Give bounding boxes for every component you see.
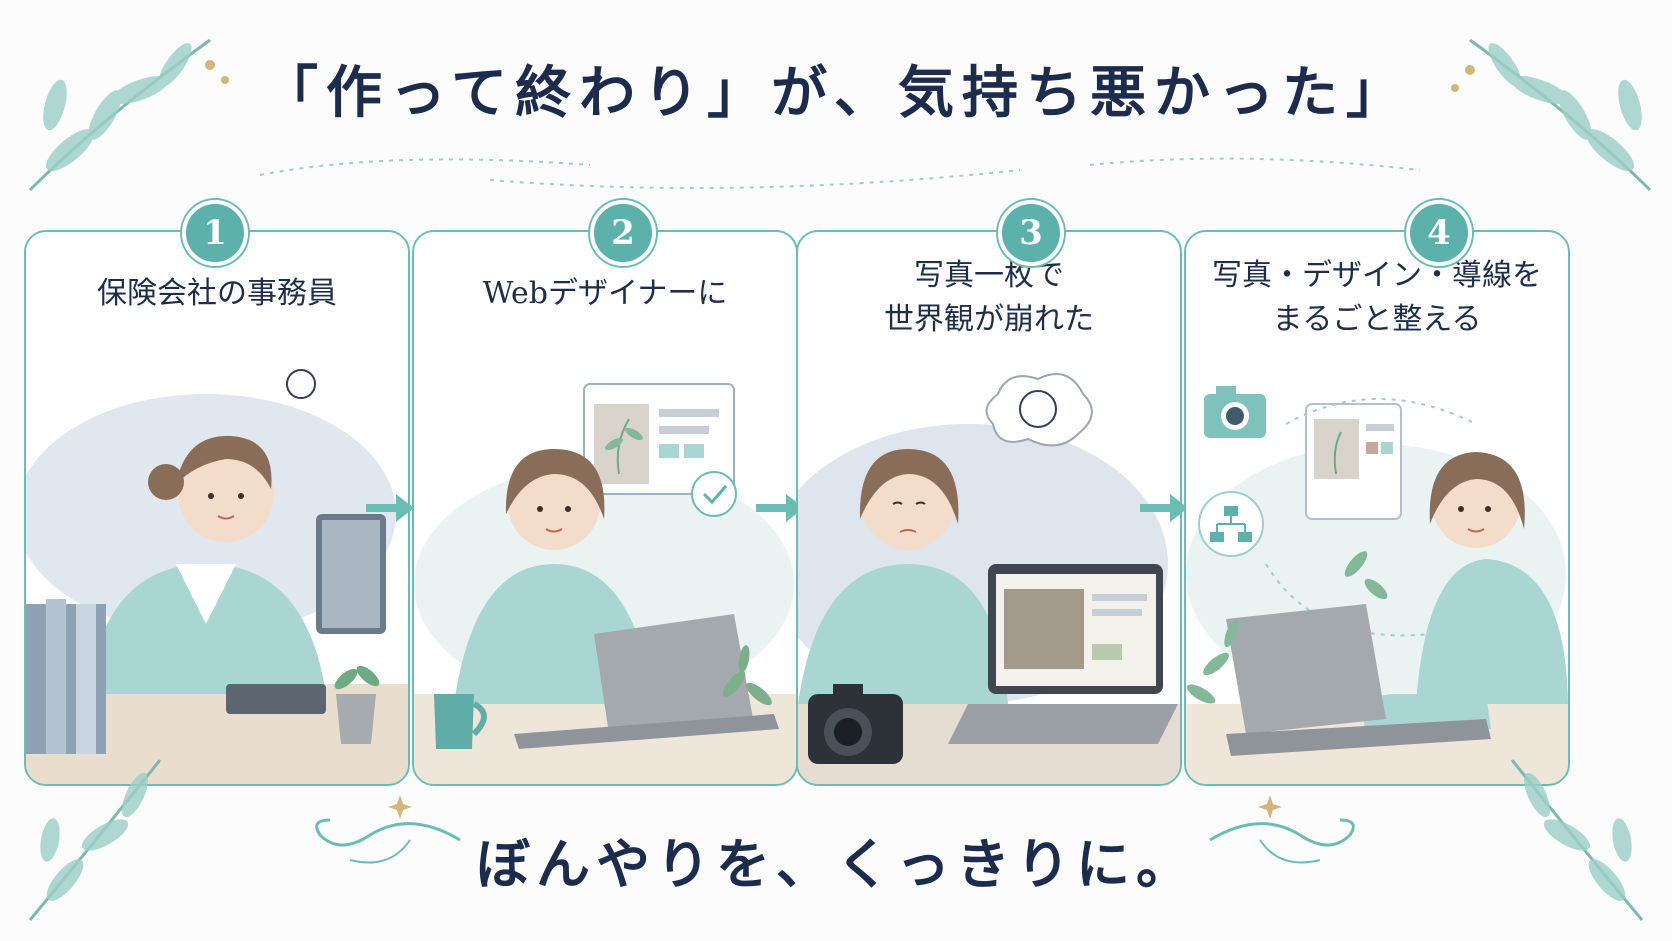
designer-illustration	[414, 383, 796, 784]
leaf-sprig-icon	[1510, 759, 1644, 921]
tangle-icon	[1019, 390, 1057, 428]
step-number-2: 2	[590, 200, 656, 266]
sitemap-icon	[1198, 491, 1264, 557]
page-title: 「作って終わり」が、気持ち悪かった」	[261, 60, 1411, 126]
step-panel-3: 写真一枚で 世界観が崩れた	[796, 230, 1182, 786]
check-icon	[702, 485, 728, 505]
step-label: Webデザイナーに	[414, 272, 796, 316]
step-label-line: 保険会社の事務員	[97, 276, 337, 311]
step-panel-1: 保険会社の事務員	[24, 230, 410, 786]
leaf-sprig-icon	[28, 759, 162, 921]
step-label-line: Webデザイナーに	[482, 276, 728, 311]
step-label: 写真・デザイン・導線を まるごと整える	[1186, 254, 1568, 342]
broken-worldview-illustration	[798, 373, 1180, 784]
step-panel-2: Webデザイナーに	[412, 230, 798, 786]
arrow-right-icon	[1140, 494, 1188, 522]
arrow-right-icon	[756, 494, 804, 522]
arrow-right-icon	[366, 494, 414, 522]
everything-aligned-illustration	[1186, 386, 1568, 784]
flourish-left	[315, 795, 461, 864]
sparkle-icon	[1258, 795, 1282, 819]
step-number-1: 1	[182, 200, 248, 266]
step-label-line: 世界観が崩れた	[884, 302, 1094, 337]
step-label: 写真一枚で 世界観が崩れた	[798, 254, 1180, 342]
flourish-right	[1209, 795, 1355, 864]
step-label-line: 写真一枚で	[914, 258, 1064, 293]
step-number-4: 4	[1406, 200, 1472, 266]
camera-icon	[1204, 386, 1266, 438]
step-label-line: 写真・デザイン・導線を	[1212, 258, 1542, 293]
step-number-3: 3	[998, 200, 1064, 266]
step-label: 保険会社の事務員	[26, 272, 408, 316]
step-label-line: まるごと整える	[1272, 302, 1482, 337]
step-panel-4: 写真・デザイン・導線を まるごと整える	[1184, 230, 1570, 786]
office-worker-illustration	[26, 369, 408, 784]
tagline: ぼんやりを、くっきりに。	[476, 832, 1196, 896]
sparkle-icon	[388, 795, 412, 819]
leaf-sprig-icon	[1451, 38, 1652, 192]
dotted-guide	[259, 157, 1421, 189]
leaf-sprig-icon	[28, 38, 229, 192]
